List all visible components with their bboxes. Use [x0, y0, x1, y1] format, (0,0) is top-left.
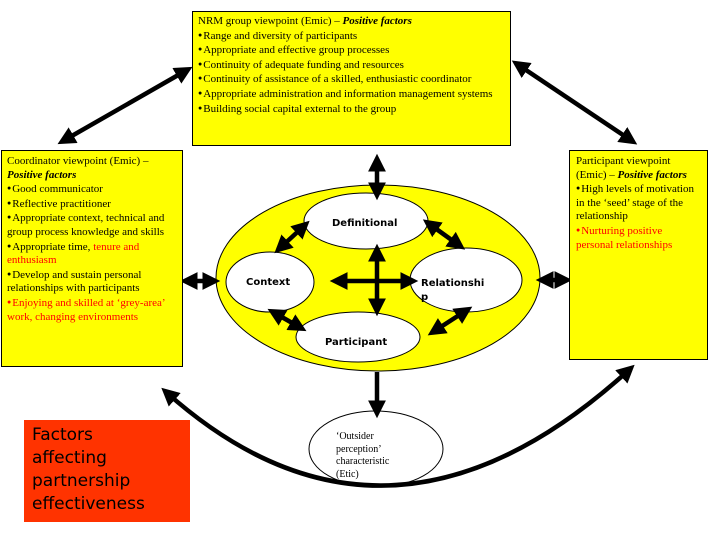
- coordinator-list: Good communicator Reflective practitione…: [7, 182, 177, 324]
- relationship-label: Relationshi p: [421, 277, 484, 305]
- context-label: Context: [246, 277, 291, 288]
- coordinator-item: Appropriate time, tenure and enthusiasm: [7, 240, 177, 268]
- coordinator-viewpoint-box: Coordinator viewpoint (Emic) – Positive …: [1, 150, 183, 367]
- nrm-group-item: Appropriate administration and informati…: [198, 87, 505, 102]
- nrm-group-item: Range and diversity of participants: [198, 29, 505, 44]
- factors-title-line: effectiveness: [32, 494, 145, 514]
- arrow-def-context: [274, 220, 310, 254]
- factors-title-box: Factors affecting partnership effectiven…: [24, 420, 190, 522]
- coordinator-title: Coordinator viewpoint (Emic) – Positive …: [7, 155, 177, 182]
- relationship-label-line2: p: [421, 292, 429, 303]
- nrm-group-item: Appropriate and effective group processe…: [198, 43, 505, 58]
- nrm-group-item: Continuity of adequate funding and resou…: [198, 58, 505, 73]
- nrm-group-title: NRM group viewpoint (Emic) – Positive fa…: [198, 15, 505, 29]
- arrow-top-right: [511, 60, 638, 145]
- participant-ellipse: [295, 311, 421, 363]
- factors-title-line: partnership: [32, 471, 131, 491]
- participant-viewpoint-box: Participant viewpoint (Emic) – Positive …: [569, 150, 708, 360]
- etic-line: (Etic): [336, 468, 359, 480]
- participant-item-red: Nurturing positive personal relationship…: [576, 224, 701, 252]
- factors-title-line: affecting: [32, 448, 107, 468]
- participant-title-italic: Positive factors: [617, 168, 687, 181]
- factors-title: Factors affecting partnership effectiven…: [32, 424, 182, 516]
- etic-line: ‘Outsider: [336, 431, 374, 442]
- nrm-group-viewpoint-box: NRM group viewpoint (Emic) – Positive fa…: [192, 11, 511, 146]
- arrow-context-participant: [267, 308, 307, 332]
- participant-list: High levels of motivation in the ‘seed’ …: [576, 182, 701, 252]
- nrm-group-list: Range and diversity of participants Appr…: [198, 29, 505, 117]
- coordinator-item: Develop and sustain personal relationshi…: [7, 268, 177, 296]
- coordinator-item-highlight: tenure and enthusiasm: [7, 240, 140, 267]
- nrm-group-title-text: NRM group viewpoint (Emic) –: [198, 15, 343, 27]
- nrm-group-item: Continuity of assistance of a skilled, e…: [198, 72, 505, 87]
- coordinator-title-italic: Positive factors: [7, 168, 77, 181]
- arrow-top-left: [57, 66, 193, 145]
- bottom-curve-arrow: [161, 364, 635, 488]
- arrow-def-relationship: [422, 219, 466, 250]
- relationship-label-line1: Relationshi: [421, 278, 485, 289]
- coordinator-item: Appropriate context, technical and group…: [7, 211, 177, 239]
- coordinator-item-red: Enjoying and skilled at ‘grey-area’ work…: [7, 296, 177, 324]
- arrow-participant-relationship: [427, 306, 473, 336]
- etic-line: characteristic: [336, 456, 390, 467]
- coordinator-item: Reflective practitioner: [7, 197, 177, 212]
- coordinator-item: Good communicator: [7, 182, 177, 197]
- coordinator-title-text: Coordinator viewpoint (Emic) –: [7, 155, 149, 167]
- factors-title-line: Factors: [32, 425, 93, 445]
- nrm-group-item: Building social capital external to the …: [198, 102, 505, 117]
- participant-item: High levels of motivation in the ‘seed’ …: [576, 182, 701, 224]
- participant-label: Participant: [325, 337, 388, 348]
- definitional-label: Definitional: [332, 218, 398, 229]
- etic-line: perception’: [336, 443, 382, 455]
- etic-label: ‘Outsider perception’ characteristic (Et…: [336, 431, 426, 481]
- participant-title-text: Participant viewpoint (Emic) –: [576, 155, 671, 181]
- participant-title: Participant viewpoint (Emic) – Positive …: [576, 155, 701, 182]
- nrm-group-title-italic: Positive factors: [342, 15, 412, 27]
- coordinator-item-text: Appropriate time,: [12, 240, 94, 253]
